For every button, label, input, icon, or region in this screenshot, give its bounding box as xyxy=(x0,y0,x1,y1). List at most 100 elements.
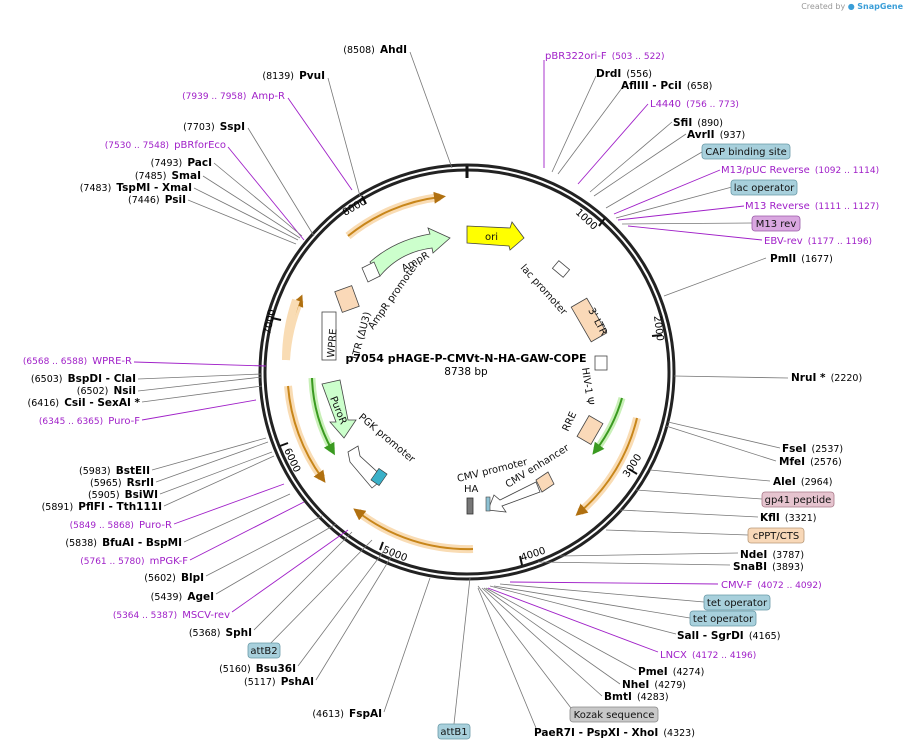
site-rsrii: (5965) RsrII xyxy=(90,471,154,490)
site-blpi: (5602) BlpI xyxy=(144,566,204,585)
arc-right-lower-line xyxy=(575,417,638,516)
arc-green-right-line xyxy=(592,397,623,455)
leader-m13-reverse xyxy=(617,205,745,221)
gp41-peptide-box xyxy=(761,491,835,508)
ampr-feature xyxy=(369,227,451,277)
leader-paer7i xyxy=(477,587,537,729)
site-pflfi: (5891) PflFI - Tth111I xyxy=(42,495,162,514)
site-nrui: NruI * (2220) xyxy=(791,366,862,385)
m13-rev: M13 rev xyxy=(756,219,797,230)
leader-tet1 xyxy=(499,583,705,603)
leader-puro-r xyxy=(173,483,285,525)
site-bsu36i: (5160) Bsu36I xyxy=(219,657,296,676)
arc-green-left-line xyxy=(311,377,335,456)
leader-mfei xyxy=(665,425,777,462)
hiv-feature xyxy=(594,355,608,371)
leader-m13puc xyxy=(613,169,721,215)
leader-bsiwi xyxy=(159,451,273,495)
site-pmli: PmlI (1677) xyxy=(770,247,833,266)
leader-fspai xyxy=(383,577,431,713)
ori-feature xyxy=(466,221,525,251)
tick-2000: 2000 xyxy=(651,315,665,342)
site-psii: (7446) PsiI xyxy=(128,188,186,207)
hiv-label: HIV-1 Ψ xyxy=(579,367,595,406)
site-mfei: MfeI (2576) xyxy=(779,450,842,469)
primer-m13-reverse: M13 Reverse (1111 .. 1127) xyxy=(745,194,879,213)
leader-lncx xyxy=(487,587,659,653)
leader-pvui xyxy=(327,77,361,197)
kozak-sequence: Kozak sequence xyxy=(574,710,655,721)
tick-7000-mark xyxy=(271,317,282,321)
site-avrii: AvrII (937) xyxy=(687,123,745,142)
site-pmei: PmeI (4274) xyxy=(638,660,704,679)
cppt-cts-box xyxy=(747,527,805,544)
wpre-feature xyxy=(321,311,337,361)
site-alei: AleI (2964) xyxy=(773,470,832,489)
plasmid-length: 8738 bp xyxy=(444,366,488,378)
leader-sphi xyxy=(253,531,353,631)
site-nhei: NheI (4279) xyxy=(622,673,686,692)
primer-ebv-rev: EBV-rev (1177 .. 1196) xyxy=(764,229,872,248)
tet-operator-1: tet operator xyxy=(707,598,768,609)
site-tspmi: (7483) TspMI - XmaI xyxy=(80,176,192,195)
leader-cap xyxy=(605,151,703,209)
primer-l4440: L4440 (756 .. 773) xyxy=(650,92,739,111)
site-bfuai: (5838) BfuAI - BspMI xyxy=(65,531,182,550)
tick-4000-mark xyxy=(519,555,523,566)
arc-bottom xyxy=(355,508,474,554)
leader-pbrforeco xyxy=(227,146,305,241)
primer-pbr322ori-f: pBR322ori-F (503 .. 522) xyxy=(545,44,665,63)
cmv-mark xyxy=(485,496,491,512)
primer-puro-r: (5849 .. 5868) Puro-R xyxy=(70,513,172,532)
leader-nhei xyxy=(483,587,621,685)
site-bmti: BmtI (4283) xyxy=(604,685,669,704)
primer-pbrforeco: (7530 .. 7548) pBRforEco xyxy=(105,133,226,152)
leader-wpre-r xyxy=(133,361,267,367)
leader-blpi xyxy=(205,515,323,577)
rre-feature xyxy=(576,415,604,445)
leader-pmli xyxy=(663,257,767,297)
leader-mscv-rev xyxy=(231,529,349,613)
puror-feature xyxy=(321,379,357,439)
attb1-box xyxy=(437,723,471,740)
tick-5000-mark xyxy=(379,541,384,551)
leader-nsii xyxy=(137,376,263,392)
primer-lncx: LNCX (4172 .. 4196) xyxy=(660,643,756,662)
leader-smai xyxy=(202,175,301,239)
leader-afliii xyxy=(557,87,623,175)
cmv-enhancer-feature xyxy=(535,471,555,493)
ori-label: ori xyxy=(485,232,498,243)
leader-sali xyxy=(489,585,677,635)
tet-operator-1-box xyxy=(703,594,771,611)
site-pvui: (8139) PvuI xyxy=(262,64,325,83)
site-paer7i: PaeR7I - PspXI - XhoI (4323) xyxy=(534,721,695,740)
leader-pshai xyxy=(315,551,395,681)
leader-tspmi xyxy=(193,187,299,241)
ltr-u3-feature xyxy=(334,285,360,313)
feature-arcs xyxy=(281,191,641,554)
leader-pmei xyxy=(485,587,637,671)
right-labels: pBR322ori-F (503 .. 522) DrdI (556) AflI… xyxy=(477,44,879,740)
tet-operator-2-box xyxy=(689,610,757,627)
leader-agei xyxy=(215,523,337,595)
primer-mscv-rev: (5364 .. 5387) MSCV-rev xyxy=(113,603,230,622)
leader-amp-r xyxy=(287,97,353,191)
primer-wpre-r: (6568 .. 6588) WPRE-R xyxy=(23,349,132,368)
tick-6000-mark xyxy=(279,442,289,447)
tick-8000-mark xyxy=(361,195,367,205)
site-sfii: SfiI (890) xyxy=(673,111,723,130)
gp41-peptide: gp41 peptide xyxy=(765,495,832,506)
leader-attb1 xyxy=(453,577,471,725)
arc-left-lower-line xyxy=(287,385,326,483)
leader-m13-rev xyxy=(621,222,753,225)
site-csii: (6416) CsiI - SexAI * xyxy=(28,391,141,410)
attb2: attB2 xyxy=(250,646,277,657)
snapgene-logo-icon: ● xyxy=(847,2,855,11)
site-bsiwi: (5905) BsiWI xyxy=(88,483,158,502)
wpre-label: WPRE xyxy=(326,328,340,358)
leader-ahdi xyxy=(409,51,453,169)
lac-operator-box xyxy=(730,179,798,196)
leader-psii xyxy=(187,199,297,245)
primer-puro-f: (6345 .. 6365) Puro-F xyxy=(39,409,140,428)
leader-sspi xyxy=(247,127,315,237)
